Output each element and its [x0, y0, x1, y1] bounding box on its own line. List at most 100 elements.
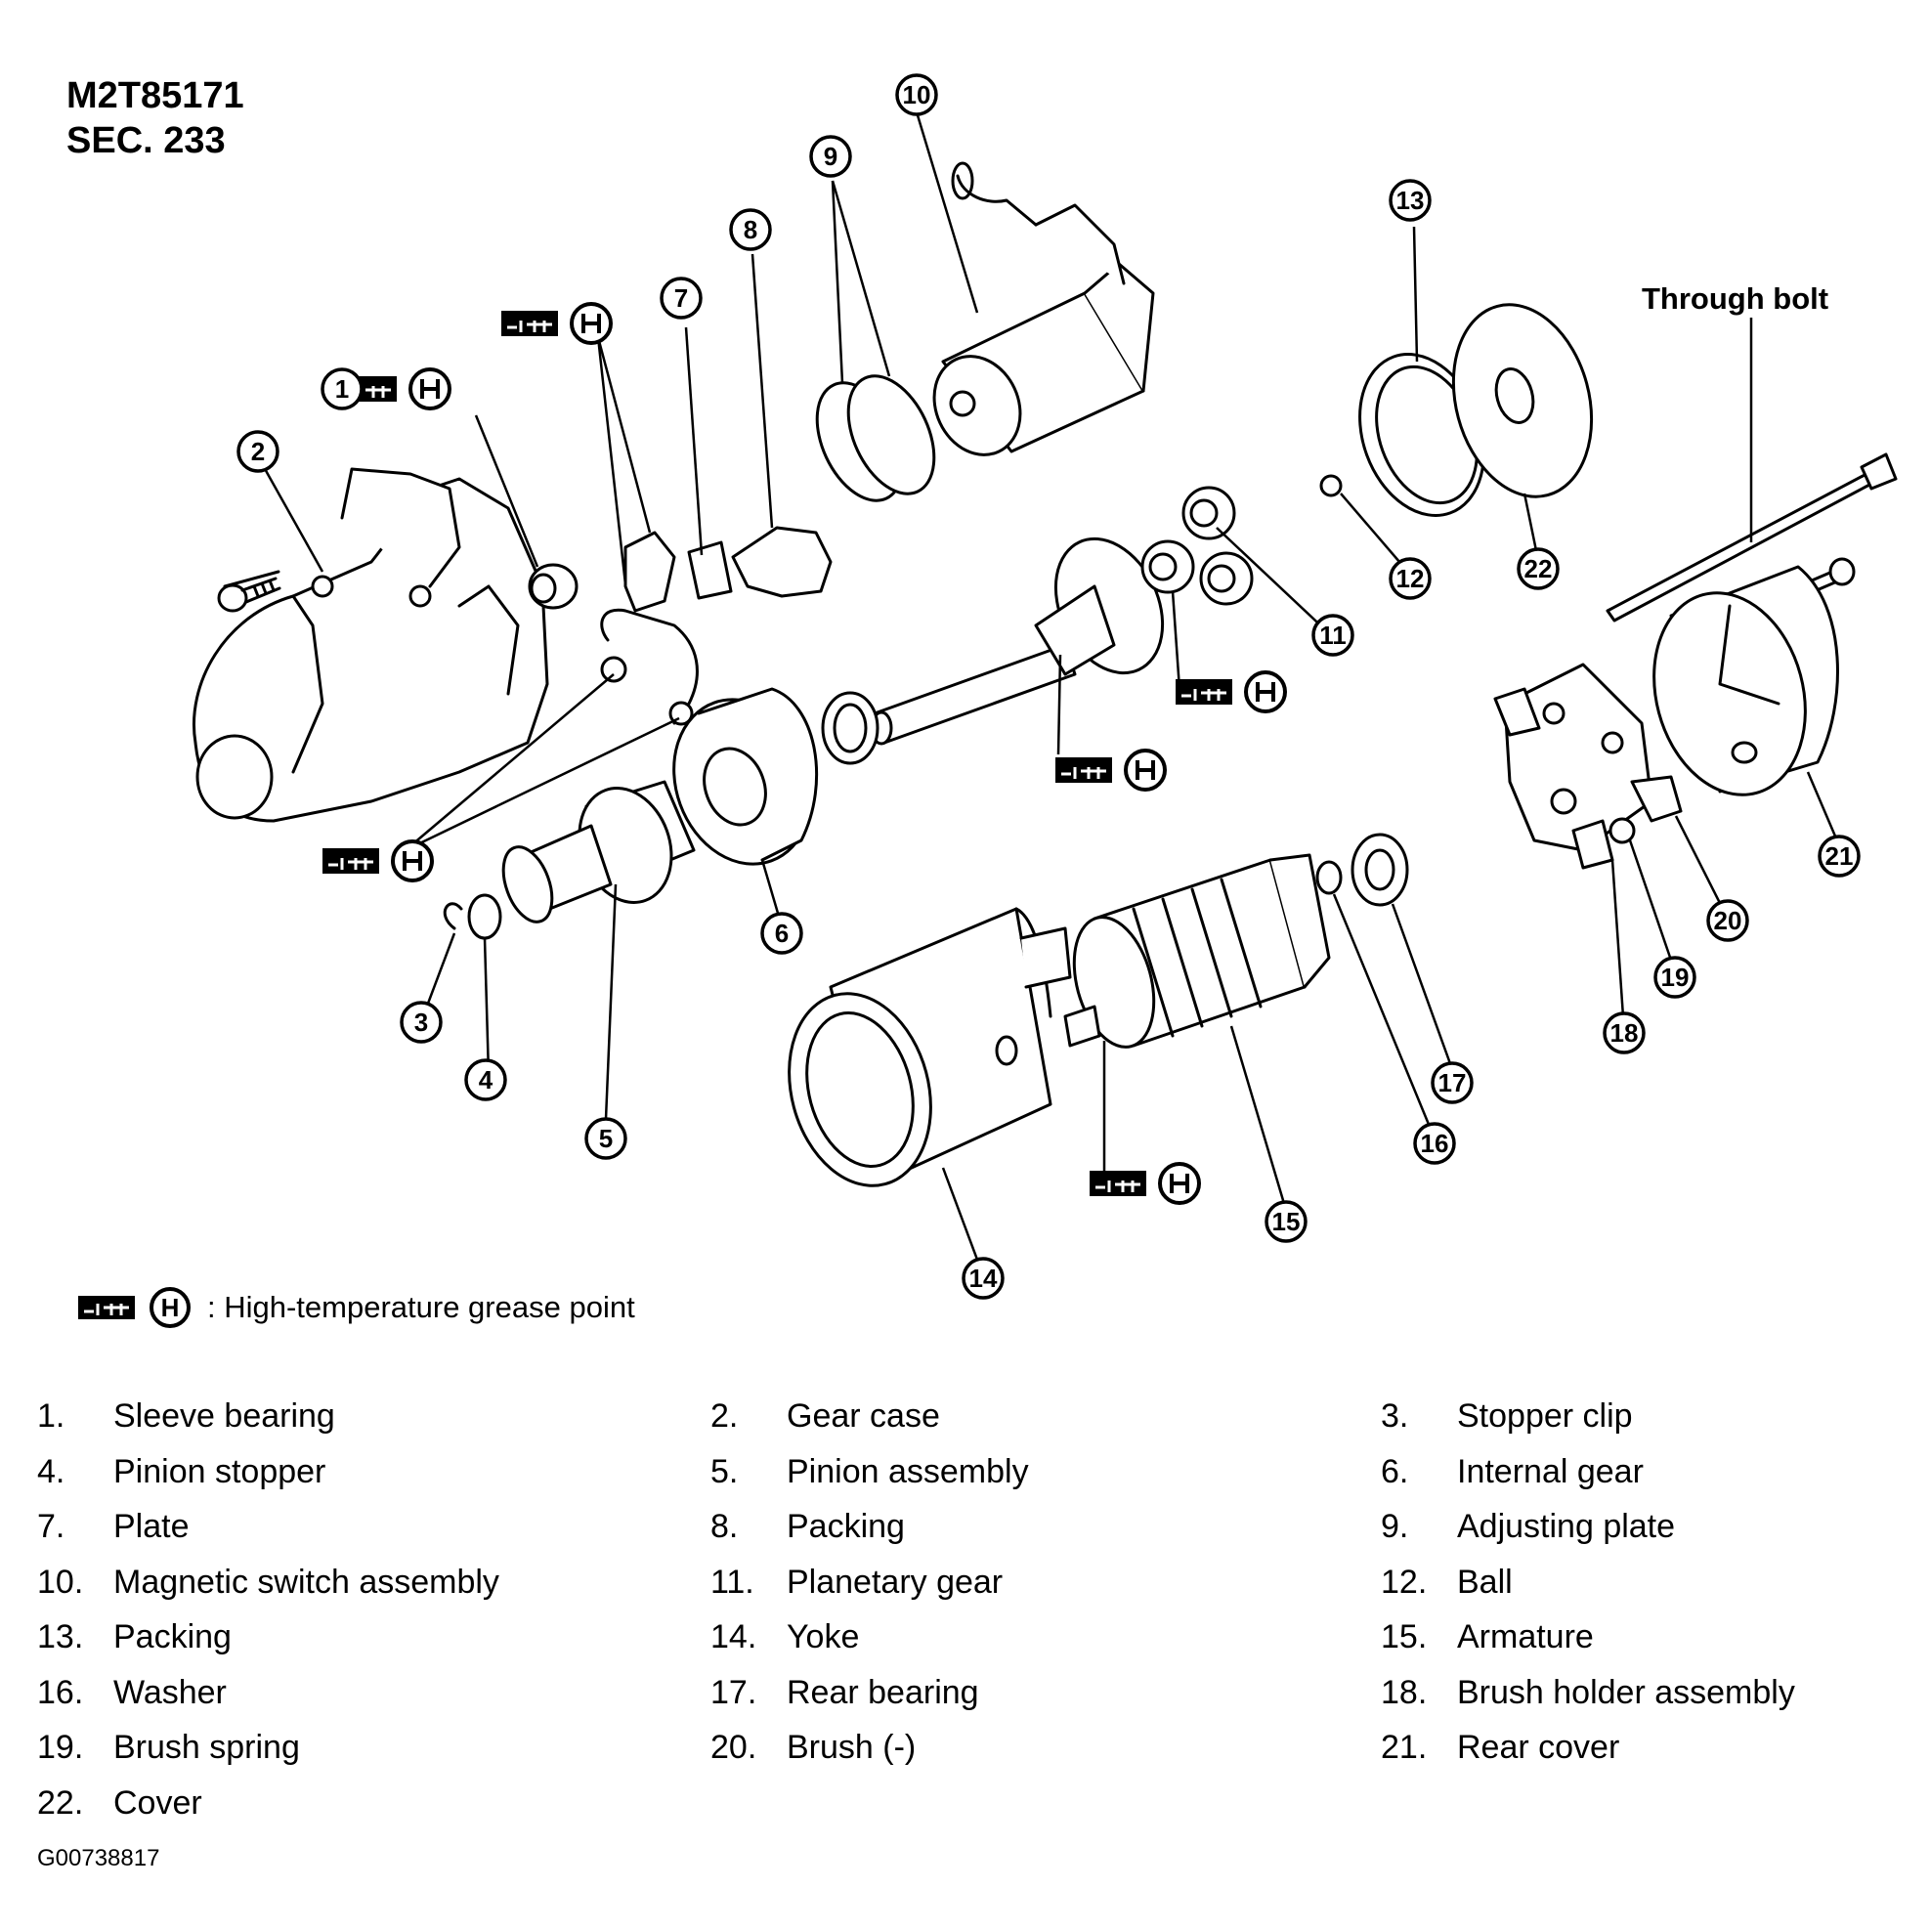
- callout-17: 17: [1431, 1061, 1474, 1104]
- callout-20: 20: [1706, 899, 1749, 942]
- part-name: Packing: [787, 1508, 905, 1545]
- svg-text:22: 22: [1524, 554, 1553, 583]
- part-number: 17.: [710, 1673, 757, 1711]
- svg-text:7: 7: [674, 283, 688, 313]
- callout-3: 3: [400, 1001, 443, 1044]
- part-item: 12. Ball: [1381, 1564, 1513, 1602]
- part-number: 13.: [37, 1618, 84, 1655]
- callout-16: 16: [1413, 1122, 1456, 1165]
- grease-legend-text: : High-temperature grease point: [207, 1290, 635, 1324]
- part-number: 15.: [1381, 1618, 1428, 1655]
- svg-text:5: 5: [599, 1124, 613, 1153]
- part-name: Brush holder assembly: [1457, 1673, 1795, 1711]
- svg-text:15: 15: [1272, 1207, 1301, 1236]
- figure-id: G00738817: [37, 1845, 160, 1871]
- part-name: Adjusting plate: [1457, 1508, 1676, 1545]
- callout-15: 15: [1265, 1200, 1308, 1243]
- part-name: Packing: [113, 1618, 232, 1655]
- washer-16-drawing: [1315, 860, 1343, 895]
- svg-text:4: 4: [479, 1065, 493, 1095]
- svg-text:9: 9: [824, 142, 837, 171]
- svg-text:8: 8: [744, 215, 757, 244]
- svg-text:3: 3: [414, 1008, 428, 1037]
- svg-text:1: 1: [335, 374, 349, 404]
- callout-19: 19: [1653, 956, 1696, 999]
- pinion-assembly-drawing: [501, 780, 696, 923]
- callout-21: 21: [1818, 835, 1861, 878]
- part-name: Washer: [113, 1673, 227, 1711]
- part-item: 5.Pinion assembly: [710, 1453, 1029, 1491]
- svg-text:19: 19: [1661, 963, 1690, 992]
- callout-6: 6: [760, 912, 803, 955]
- part-number: 16.: [37, 1673, 84, 1711]
- part-number: 12.: [1381, 1563, 1428, 1601]
- part-name: Sleeve bearing: [113, 1397, 335, 1435]
- part-item: 6. Internal gear: [1381, 1453, 1644, 1491]
- callout-18: 18: [1603, 1011, 1646, 1054]
- part-item: 17. Rear bearing: [710, 1674, 979, 1712]
- part-item: 7. Plate: [37, 1508, 190, 1546]
- svg-text:2: 2: [251, 437, 265, 466]
- part-item: 9.Adjusting plate: [1381, 1508, 1675, 1546]
- svg-text:11: 11: [1319, 621, 1347, 650]
- svg-text:13: 13: [1396, 186, 1425, 215]
- part-item: 1. Sleeve bearing: [37, 1397, 335, 1436]
- part-name: Yoke: [787, 1618, 860, 1655]
- part-number: 18.: [1381, 1673, 1428, 1711]
- part-item: 19.Brush spring: [37, 1729, 300, 1767]
- callout-4: 4: [464, 1058, 507, 1101]
- gear-case-drawing: [193, 467, 549, 823]
- part-number: 7.: [37, 1508, 65, 1545]
- part-item: 15.Armature: [1381, 1618, 1594, 1656]
- rear-cover-drawing: [1652, 565, 1839, 796]
- part-number: 11.: [710, 1563, 754, 1601]
- callout-22: 22: [1517, 547, 1560, 590]
- callout-2: 2: [236, 430, 279, 473]
- shift-lever-drawing: [600, 608, 699, 725]
- part-number: 6.: [1381, 1452, 1409, 1490]
- part-number: 1.: [37, 1397, 65, 1435]
- callout-1: 1: [321, 367, 364, 410]
- svg-text:6: 6: [775, 919, 789, 948]
- plate-drawing: [687, 540, 733, 600]
- part-item: 3.Stopper clip: [1381, 1397, 1633, 1436]
- callout-9: 9: [809, 135, 852, 178]
- part-name: Brush (-): [787, 1729, 917, 1766]
- part-number: 2.: [710, 1397, 739, 1435]
- svg-text:18: 18: [1610, 1018, 1639, 1048]
- svg-text:20: 20: [1714, 906, 1742, 935]
- callout-11: 11: [1311, 614, 1354, 657]
- callout-13: 13: [1389, 179, 1432, 222]
- svg-text:17: 17: [1438, 1068, 1467, 1097]
- packing-drawing: [731, 526, 833, 598]
- part-number: 5.: [710, 1452, 739, 1490]
- part-name: Pinion stopper: [113, 1452, 326, 1490]
- brush-holder-drawing: [1493, 663, 1683, 870]
- part-number: 21.: [1381, 1729, 1428, 1766]
- part-item: 4.Pinion stopper: [37, 1453, 325, 1491]
- yoke-drawing: [788, 907, 1072, 1187]
- callout-8: 8: [729, 208, 772, 251]
- svg-text:10: 10: [903, 80, 931, 109]
- part-name: Plate: [113, 1508, 190, 1545]
- part-item: 11. Planetary gear: [710, 1564, 1003, 1602]
- part-item: 10.Magnetic switch assembly: [37, 1564, 499, 1602]
- part-item: 16. Washer: [37, 1674, 227, 1712]
- part-number: 14.: [710, 1618, 757, 1655]
- stopper-clip-drawing: [443, 902, 463, 930]
- part-name: Gear case: [787, 1397, 940, 1435]
- part-name: Planetary gear: [787, 1563, 1004, 1601]
- part-number: 22.: [37, 1783, 84, 1822]
- part-number: 19.: [37, 1729, 84, 1766]
- svg-text:14: 14: [969, 1264, 998, 1293]
- part-item: 20. Brush (-): [710, 1729, 916, 1767]
- part-name: Rear bearing: [787, 1673, 979, 1711]
- part-name: Rear cover: [1457, 1729, 1620, 1766]
- ball-drawing: [1319, 474, 1343, 497]
- grease-point-icon: H: [78, 1287, 191, 1328]
- part-name: Internal gear: [1457, 1452, 1644, 1490]
- part-number: 20.: [710, 1729, 757, 1766]
- part-name: Ball: [1457, 1563, 1513, 1601]
- svg-text:H: H: [161, 1293, 180, 1322]
- model-code: M2T85171: [66, 75, 244, 116]
